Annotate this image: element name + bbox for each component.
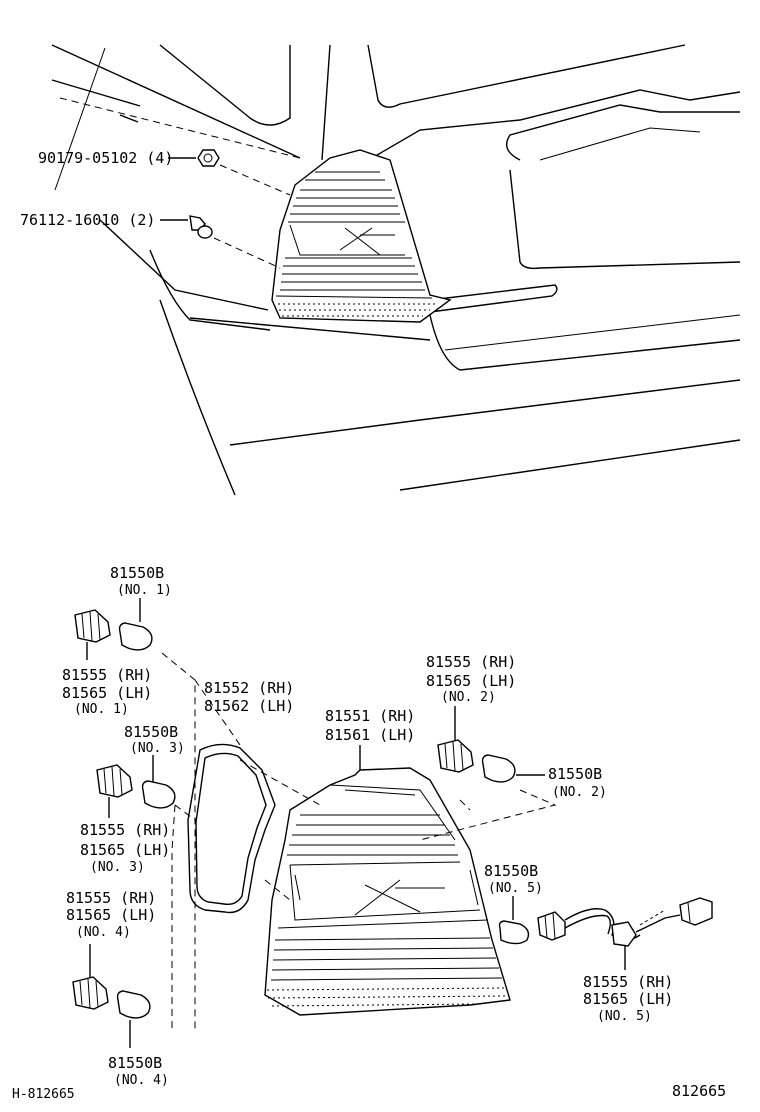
- lamp-lh-label: 81561 (LH): [325, 726, 415, 744]
- socket-no2-sub-label: (NO. 2): [441, 690, 496, 705]
- socket-no3-rh-label: 81555 (RH): [80, 821, 170, 839]
- socket-no5-rh-label: 81555 (RH): [583, 973, 673, 991]
- gasket-rh-label: 81552 (RH): [204, 679, 294, 697]
- bulb-no2-icon: [481, 754, 516, 783]
- socket-no1-icon: [74, 609, 111, 660]
- bulb-no1-sub-label: (NO. 1): [117, 583, 172, 598]
- bulb-no3-sub-label: (NO. 3): [130, 741, 185, 756]
- bulb-no4-icon: [116, 990, 151, 1019]
- top-tail-lamp-icon: [271, 149, 452, 323]
- bulb-no1-icon: [118, 622, 153, 651]
- gasket-icon: [187, 743, 276, 914]
- tail-lamp-icon: [264, 767, 511, 1016]
- socket-no4-icon: [72, 944, 109, 1010]
- bulb-no4-label: 81550B: [108, 1054, 162, 1072]
- clip-part-label: 76112-16010 (2): [20, 211, 155, 229]
- socket-no3-lh-label: 81565 (LH): [80, 841, 170, 859]
- lamp-rh-label: 81551 (RH): [325, 707, 415, 725]
- clip-icon: [160, 215, 213, 239]
- socket-no1-rh-label: 81555 (RH): [62, 666, 152, 684]
- clip-leader: [213, 237, 281, 269]
- ref-code-left: H-812665: [12, 1087, 75, 1102]
- gasket-lh-label: 81562 (LH): [204, 697, 294, 715]
- socket-no4-lh-label: 81565 (LH): [66, 906, 156, 924]
- socket-no3-icon: [96, 764, 133, 818]
- leader-lines: [161, 652, 557, 1030]
- socket-no5-sub-label: (NO. 5): [597, 1009, 652, 1024]
- socket-no1-sub-label: (NO. 1): [74, 702, 129, 717]
- bolt-icon: [168, 149, 220, 167]
- bulb-no3-label: 81550B: [124, 723, 178, 741]
- bulb-no4-sub-label: (NO. 4): [114, 1073, 169, 1088]
- bolt-part-label: 90179-05102 (4): [38, 149, 173, 167]
- socket-no2-icon: [437, 706, 474, 773]
- socket-no3-sub-label: (NO. 3): [90, 860, 145, 875]
- socket-no4-rh-label: 81555 (RH): [66, 889, 156, 907]
- bulb-no5-icon: [498, 920, 530, 945]
- bulb-no5-label: 81550B: [484, 862, 538, 880]
- socket-no5-lh-label: 81565 (LH): [583, 990, 673, 1008]
- vehicle-body-view: [51, 44, 741, 496]
- bulb-no2-sub-label: (NO. 2): [552, 785, 607, 800]
- bolt-leader: [219, 164, 291, 196]
- socket-no4-sub-label: (NO. 4): [76, 925, 131, 940]
- wire-harness-icon: [537, 897, 713, 970]
- bulb-no3-icon: [141, 780, 176, 809]
- ref-code-right: 812665: [672, 1082, 726, 1100]
- socket-no2-lh-label: 81565 (LH): [426, 672, 516, 690]
- bulb-no1-label: 81550B: [110, 564, 164, 582]
- socket-no2-rh-label: 81555 (RH): [426, 653, 516, 671]
- bulb-no2-label: 81550B: [548, 765, 602, 783]
- socket-no1-lh-label: 81565 (LH): [62, 684, 152, 702]
- bulb-no5-sub-label: (NO. 5): [488, 881, 543, 896]
